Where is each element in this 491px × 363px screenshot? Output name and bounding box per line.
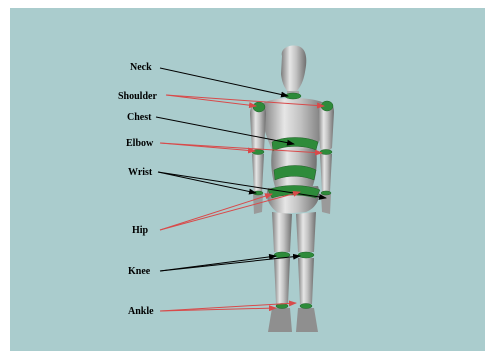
label-hip: Hip — [132, 225, 149, 236]
right-ankle-ring — [300, 304, 312, 309]
right-forearm — [320, 154, 332, 192]
humanoid-figure — [250, 45, 334, 332]
head — [281, 45, 306, 94]
right-shin — [298, 258, 314, 304]
right-elbow-ring — [320, 150, 332, 155]
arrow-neck — [160, 68, 288, 96]
left-shin — [274, 258, 290, 304]
left-shoulder-ring — [253, 102, 265, 112]
label-elbow: Elbow — [126, 138, 154, 149]
left-forearm — [252, 154, 264, 192]
label-ankle: Ankle — [128, 306, 154, 317]
body-joint-diagram: Neck Shoulder Chest Elbow Wrist Hip Knee… — [10, 8, 485, 351]
label-neck: Neck — [130, 62, 152, 73]
left-elbow-ring — [252, 150, 264, 155]
label-knee: Knee — [128, 266, 151, 277]
label-shoulder: Shoulder — [118, 91, 157, 102]
arrow-wrist-left — [158, 172, 256, 193]
label-chest: Chest — [127, 112, 152, 123]
diagram-canvas: Neck Shoulder Chest Elbow Wrist Hip Knee… — [10, 8, 485, 351]
left-thigh — [272, 212, 292, 252]
right-thigh — [296, 212, 316, 252]
label-wrist: Wrist — [128, 167, 153, 178]
right-knee-ring — [298, 252, 314, 258]
left-foot — [268, 308, 292, 332]
right-wrist-ring — [321, 191, 331, 195]
right-foot — [296, 308, 318, 332]
